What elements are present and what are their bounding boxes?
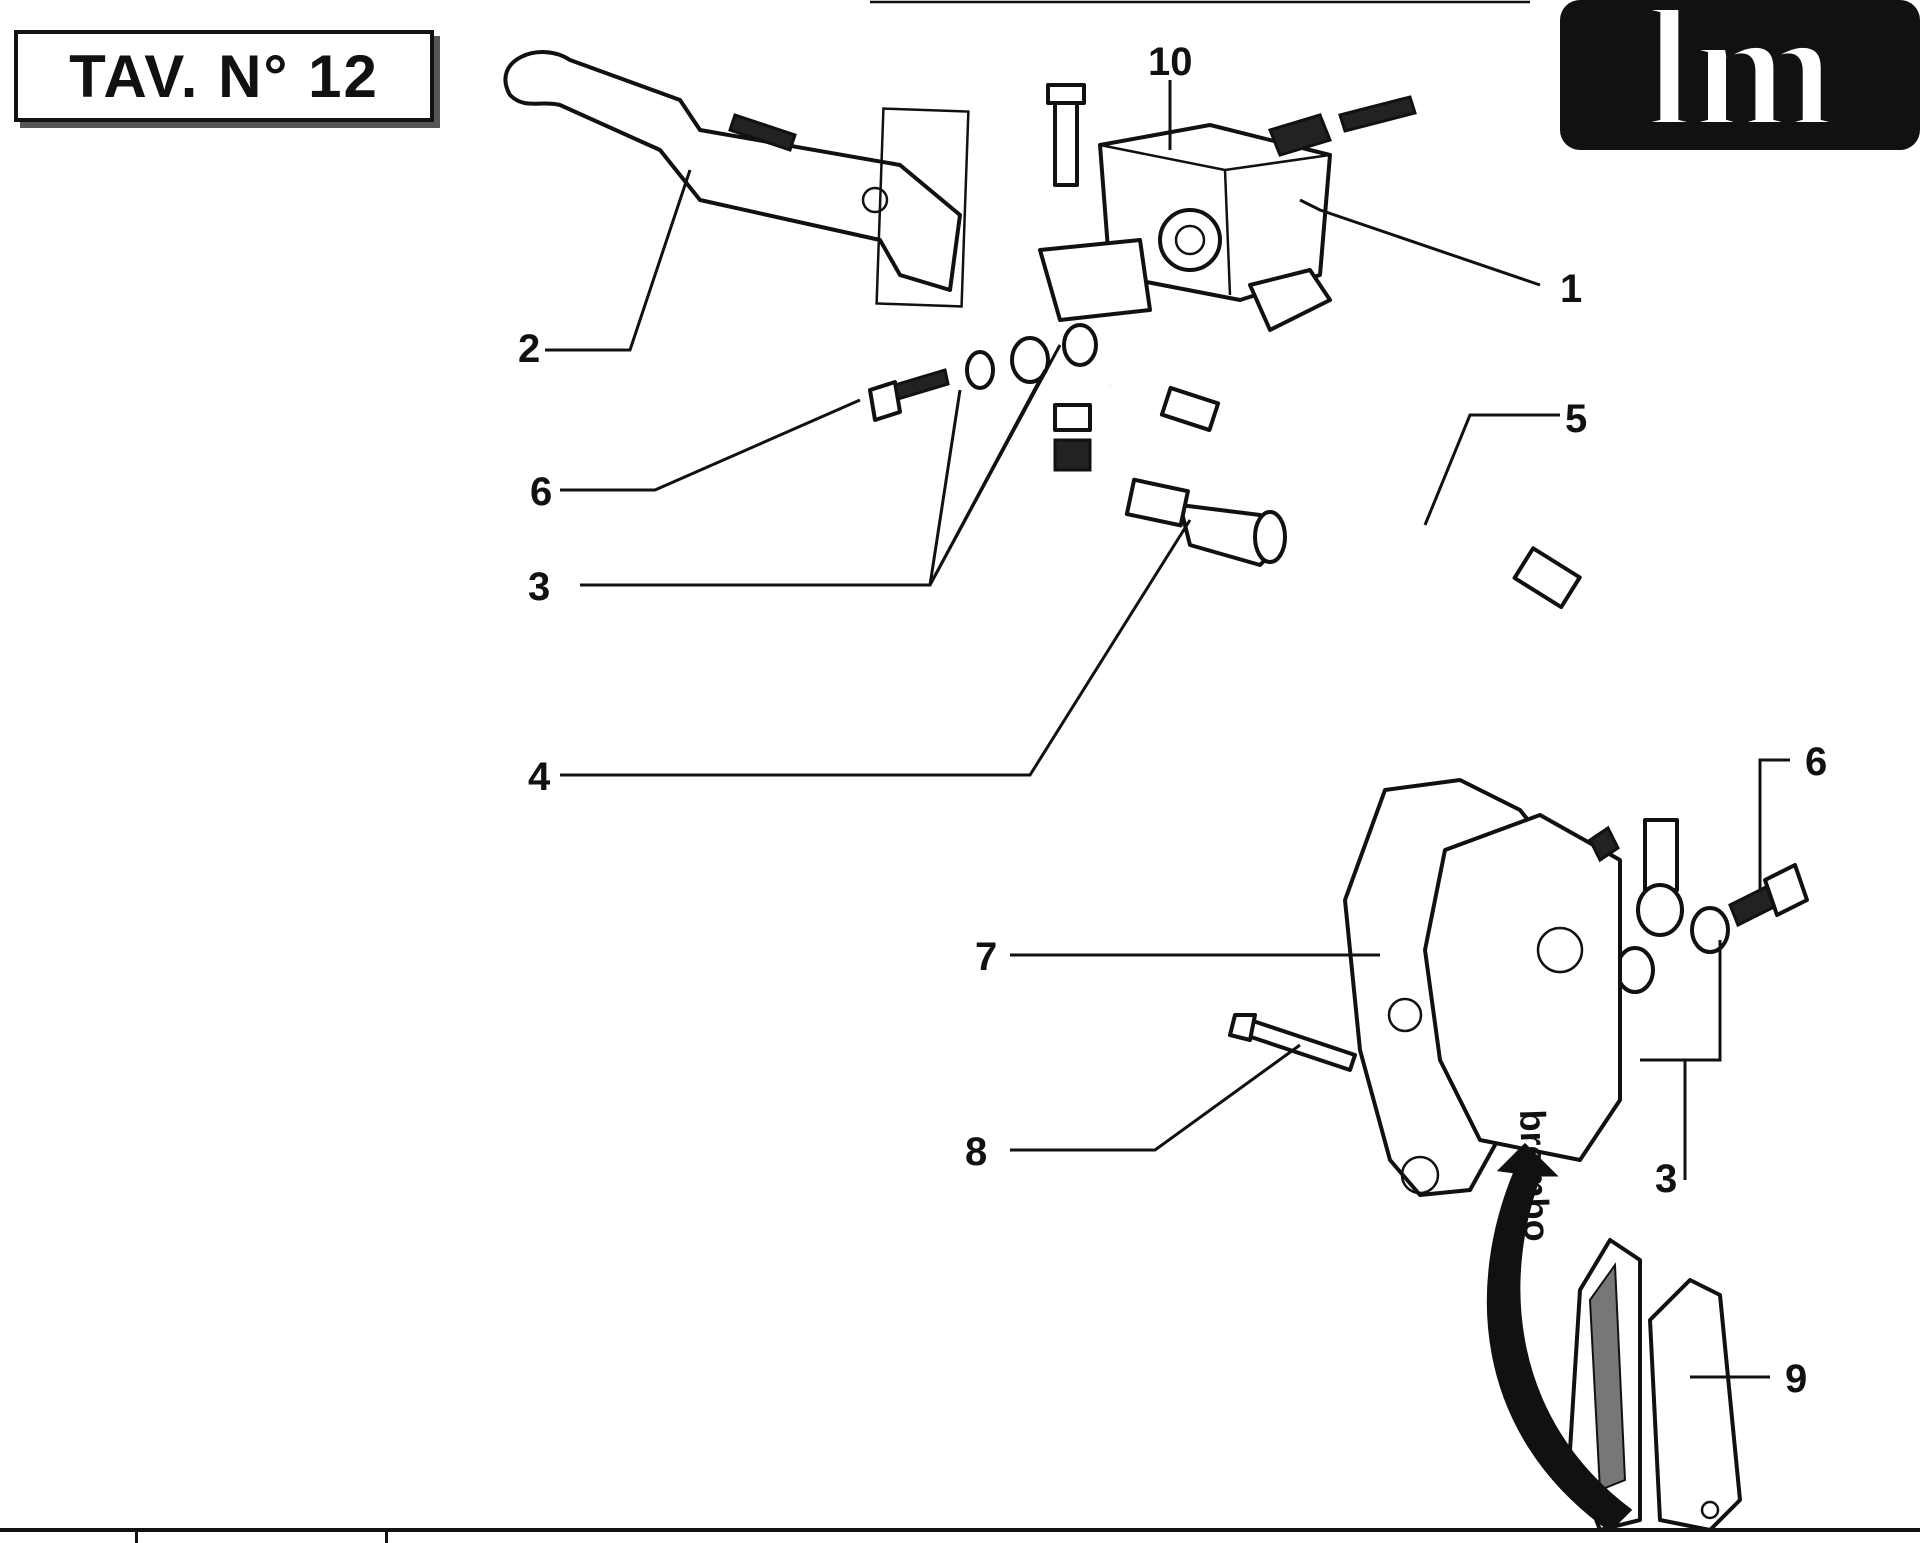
footer-divider <box>385 1528 388 1543</box>
callout-7: 7 <box>975 935 997 979</box>
callout-6-left: 6 <box>530 470 552 514</box>
brake-light-switch <box>1124 477 1287 567</box>
plate-title-box: TAV. N° 12 <box>14 30 434 122</box>
callout-8: 8 <box>965 1130 987 1174</box>
callout-4: 4 <box>528 755 551 799</box>
brake-caliper: brembo <box>1343 778 1622 1242</box>
callout-3-right: 3 <box>1655 1157 1677 1201</box>
footer-divider <box>135 1528 138 1543</box>
callout-10: 10 <box>1148 40 1193 84</box>
callout-2: 2 <box>518 327 540 371</box>
master-cylinder <box>1038 83 1417 332</box>
footer-rule <box>0 1528 1920 1532</box>
callout-3-left: 3 <box>528 565 550 609</box>
brake-pads <box>1568 1238 1742 1532</box>
install-arrow <box>1486 1142 1633 1532</box>
callout-5: 5 <box>1565 397 1587 441</box>
upper-fittings <box>868 323 1098 472</box>
callout-9: 9 <box>1785 1357 1807 1401</box>
logo-text: lm <box>1646 0 1835 162</box>
callout-6-right: 6 <box>1805 740 1827 784</box>
leader-lines <box>545 80 1790 1379</box>
callout-1: 1 <box>1560 267 1582 311</box>
lower-fittings <box>1615 863 1809 994</box>
pad-retaining-pin <box>1228 1013 1357 1072</box>
brake-lever <box>503 50 970 308</box>
plate-title: TAV. N° 12 <box>69 42 379 110</box>
brake-hose <box>1107 379 1684 937</box>
brand-logo: lm <box>1560 0 1920 165</box>
